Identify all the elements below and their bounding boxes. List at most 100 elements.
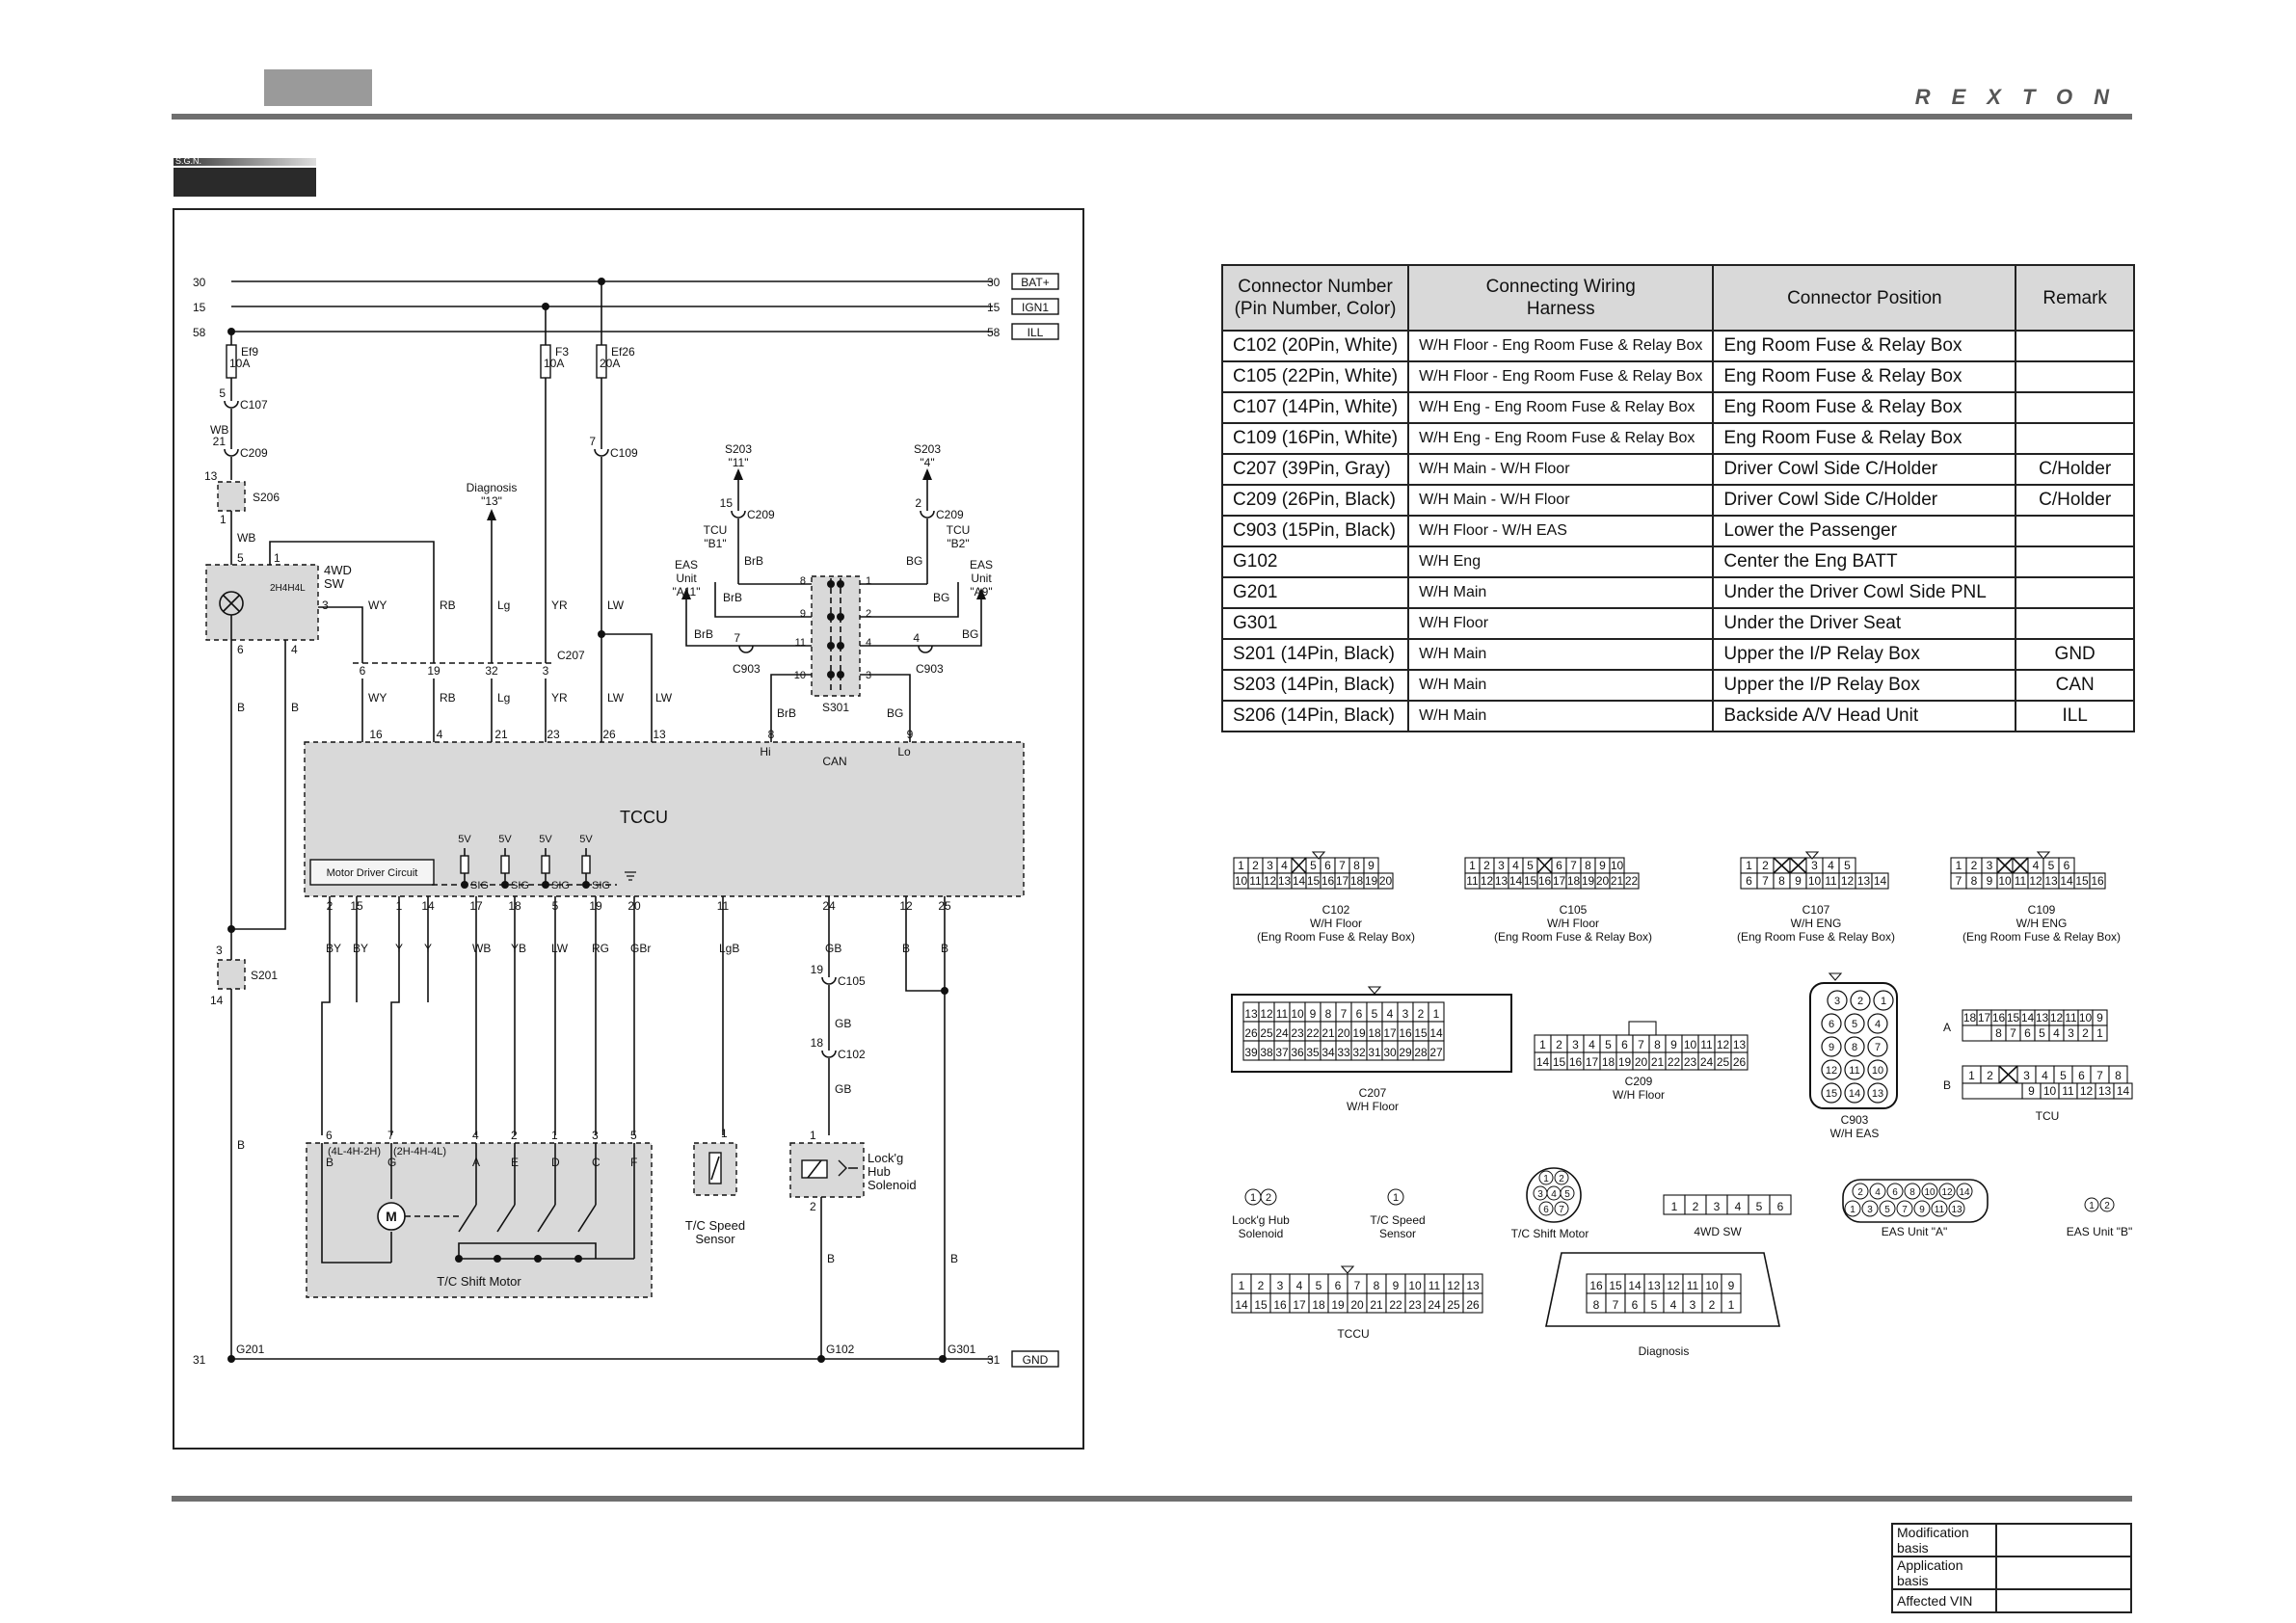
wire-color-lg: Lg: [497, 599, 510, 612]
ground-right-number: 31: [987, 1353, 1001, 1367]
c207-caption: C207: [1359, 1086, 1387, 1100]
modification-value: [1995, 1588, 2132, 1613]
harness-cell: W/H Floor - Eng Room Fuse & Relay Box: [1407, 330, 1715, 362]
eas-a-pin-number: 7: [1902, 1205, 1908, 1215]
eas-b-caption: EAS Unit "B": [2067, 1225, 2133, 1238]
c207-key: [1367, 986, 1382, 995]
c209-can-left-ref: C209: [747, 508, 775, 521]
c903-pin-number: 5: [1852, 1019, 1857, 1030]
c207-face-pin-number: 29: [1399, 1046, 1412, 1059]
wire-color-out: BY: [326, 942, 341, 955]
tccu-face-pin-number: 4: [1296, 1279, 1303, 1292]
diagnosis-face-pin-number: 2: [1709, 1298, 1716, 1312]
c903-pin-number: 1: [1881, 996, 1886, 1007]
c903-caption: C903: [1841, 1113, 1869, 1127]
sig-label: SIG: [511, 880, 529, 891]
eas-a-caption: EAS Unit "A": [1882, 1225, 1948, 1238]
connector-number-cell: G301: [1220, 607, 1410, 640]
c102-face-pin-number: 13: [1278, 874, 1292, 888]
s203-left-arrow: [734, 468, 743, 480]
c207-face-pin-number: 20: [1337, 1026, 1350, 1040]
c109-caption: (Eng Room Fuse & Relay Box): [1962, 930, 2121, 944]
diagnosis-arrow: [487, 509, 496, 520]
remark-cell: C/Holder: [2015, 484, 2135, 517]
c207-face-pin-number: 22: [1306, 1026, 1320, 1040]
s206-top-pin: 13: [204, 469, 218, 483]
rail-tag-box: [1011, 273, 1059, 290]
motor-contact-blade: [577, 1204, 597, 1233]
motor-contact-blade: [537, 1204, 556, 1233]
c109-face-pin-number: 7: [1956, 874, 1962, 888]
eas-a-pin-number: 3: [1867, 1205, 1873, 1215]
wire-color-bg: BG: [962, 627, 978, 641]
c209-can-right-pin: 2: [915, 496, 921, 510]
c109-face-cell: [2089, 872, 2106, 890]
tccu-face-pin-number: 19: [1331, 1298, 1345, 1312]
rail-tag-label: ILL: [1028, 326, 1044, 339]
motor-pin: 5: [630, 1129, 637, 1142]
c903-caption: W/H EAS: [1830, 1127, 1880, 1140]
c903-pin-number: 15: [1826, 1088, 1837, 1100]
s203-right-label: S203: [914, 442, 941, 456]
eas-a-pin-circle: [1861, 1200, 1879, 1217]
splice-dot: [837, 580, 844, 588]
c102-face-pin-number: 14: [1293, 874, 1306, 888]
c207-face-pin-number: 34: [1322, 1046, 1335, 1059]
shift-motor-label: T/C Shift Motor: [437, 1274, 521, 1289]
internal-ground-symbol: [625, 871, 636, 881]
wire-lw: [601, 633, 653, 742]
c109-face-pin-number: 10: [1998, 874, 2012, 888]
eas-a9-label: Unit: [971, 572, 992, 585]
c105-connector-symbol: [821, 976, 837, 985]
remark-cell: [2015, 515, 2135, 547]
c102-caption: W/H Floor: [1310, 917, 1362, 930]
tccu-face-pin-number: 8: [1374, 1279, 1380, 1292]
connector-number-cell: S206 (14Pin, Black): [1220, 700, 1410, 732]
s301-pin: 1: [866, 575, 871, 587]
c109-face-pin-number: 3: [1987, 859, 1993, 872]
c209-upper-pin: 21: [213, 435, 227, 448]
tccu-caption: TCCU: [1337, 1327, 1369, 1341]
connector-number-cell: S201 (14Pin, Black): [1220, 638, 1410, 671]
c209-face-pin-number: 13: [1733, 1038, 1747, 1051]
tcu-row-b-label: B: [1943, 1078, 1951, 1092]
c207-face-pin-number: 13: [1244, 1007, 1258, 1021]
c105-face-pin-number: 18: [1567, 874, 1581, 888]
connector-number-cell: G102: [1220, 545, 1410, 578]
rail-tag-label: BAT+: [1021, 276, 1049, 289]
tcu-b2-label: "B2": [947, 537, 969, 550]
harness-cell: W/H Floor - W/H EAS: [1407, 515, 1715, 547]
diagnosis-face-pin-number: 15: [1609, 1279, 1622, 1292]
c102-face-pin-number: 10: [1235, 874, 1248, 888]
diagnosis-caption: Diagnosis: [1639, 1344, 1690, 1358]
c903-housing: [1809, 982, 1898, 1109]
tcu-face-b-pin-number: 3: [2023, 1069, 2030, 1082]
tccu-face-pin-number: 6: [1335, 1279, 1342, 1292]
s301-label: S301: [822, 701, 849, 714]
c102-face-cell: [1377, 872, 1394, 890]
tcu-face-a-pin-number: 7: [2010, 1026, 2016, 1040]
c207-face-pin-number: 8: [1325, 1007, 1332, 1021]
c207-face-pin-number: 38: [1260, 1046, 1273, 1059]
c102-face-pin-number: 9: [1368, 859, 1375, 872]
c207-face-pin-number: 32: [1352, 1046, 1366, 1059]
speed-sensor-label: Sensor: [695, 1232, 735, 1246]
c107-connector-symbol: [224, 400, 239, 409]
c903-pin-number: 2: [1857, 996, 1863, 1007]
tcu-face-a-pin-number: 9: [2096, 1011, 2103, 1024]
c903-pin-circle: [1844, 1036, 1865, 1057]
4wd-switch-label: 4WD: [324, 563, 352, 577]
tccu-top-pin: 13: [653, 728, 666, 741]
c105-face-pin-number: 5: [1527, 859, 1534, 872]
c102-face-pin-number: 19: [1365, 874, 1378, 888]
c903-pin-circle: [1821, 1013, 1842, 1034]
c903-pin-circle: [1867, 1013, 1888, 1034]
c209-face-pin-number: 8: [1654, 1038, 1661, 1051]
c102-face-pin-number: 17: [1336, 874, 1349, 888]
c105-face-pin-number: 2: [1483, 859, 1490, 872]
remark-cell: [2015, 545, 2135, 578]
eas-b-pin-number: 1: [2089, 1201, 2095, 1211]
wd-sw-face-pin-number: 3: [1714, 1200, 1721, 1213]
